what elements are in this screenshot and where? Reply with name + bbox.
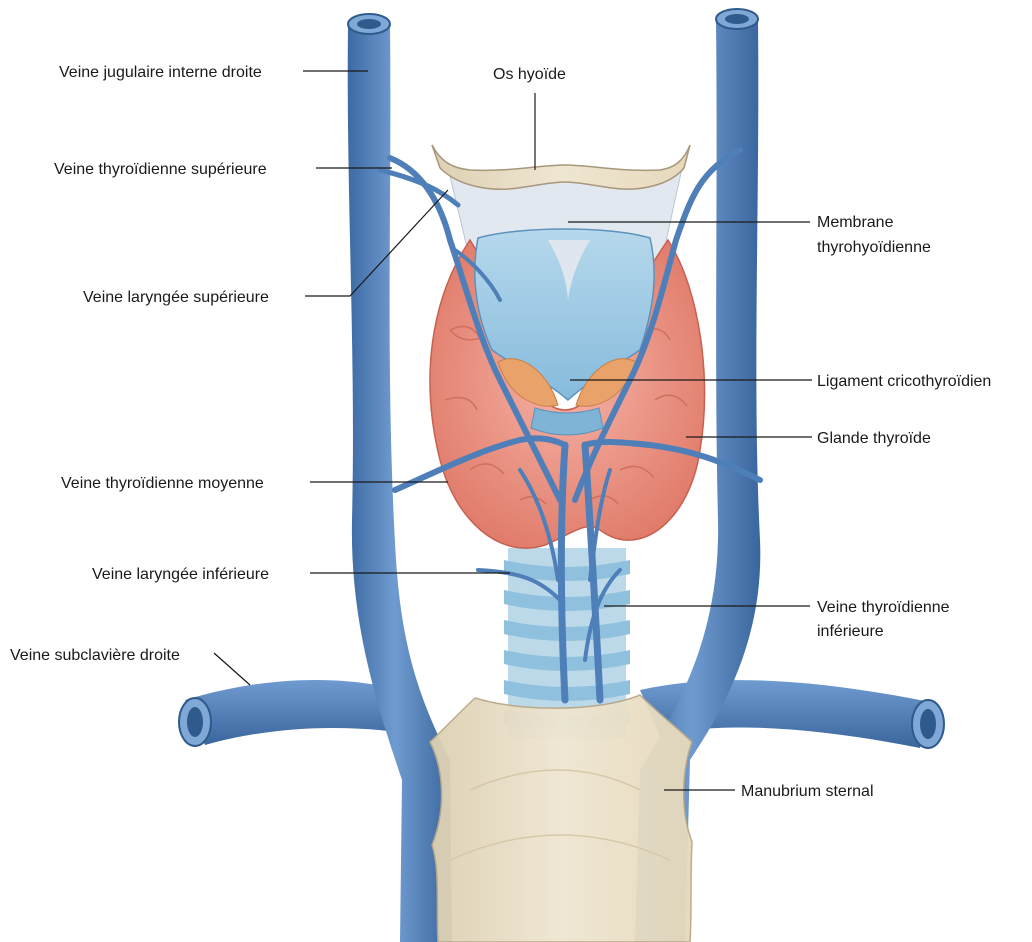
label-manubrium-sternum: Manubrium sternal	[741, 783, 874, 800]
label-thyroid-gland: Glande thyroïde	[817, 430, 931, 447]
label-thyrohyoid-membrane-line1: Membrane	[817, 214, 894, 231]
hyoid-bone	[432, 145, 690, 189]
label-thyrohyoid-membrane-line2: thyrohyoïdienne	[817, 239, 931, 256]
manubrium-sternum	[430, 695, 692, 942]
label-right-subclavian-vein: Veine subclavière droite	[10, 647, 180, 664]
label-inferior-thyroid-vein-line2: inférieure	[817, 623, 884, 640]
label-right-internal-jugular-vein: Veine jugulaire interne droite	[59, 64, 262, 81]
label-inferior-laryngeal-vein: Veine laryngée inférieure	[92, 566, 269, 583]
label-superior-laryngeal-vein: Veine laryngée supérieure	[83, 289, 269, 306]
label-hyoid-bone: Os hyoïde	[493, 66, 566, 83]
label-cricothyroid-ligament: Ligament cricothyroïdien	[817, 373, 991, 390]
label-superior-thyroid-vein: Veine thyroïdienne supérieure	[54, 161, 267, 178]
label-inferior-thyroid-vein-line1: Veine thyroïdienne	[817, 599, 950, 616]
label-middle-thyroid-vein: Veine thyroïdienne moyenne	[61, 475, 264, 492]
